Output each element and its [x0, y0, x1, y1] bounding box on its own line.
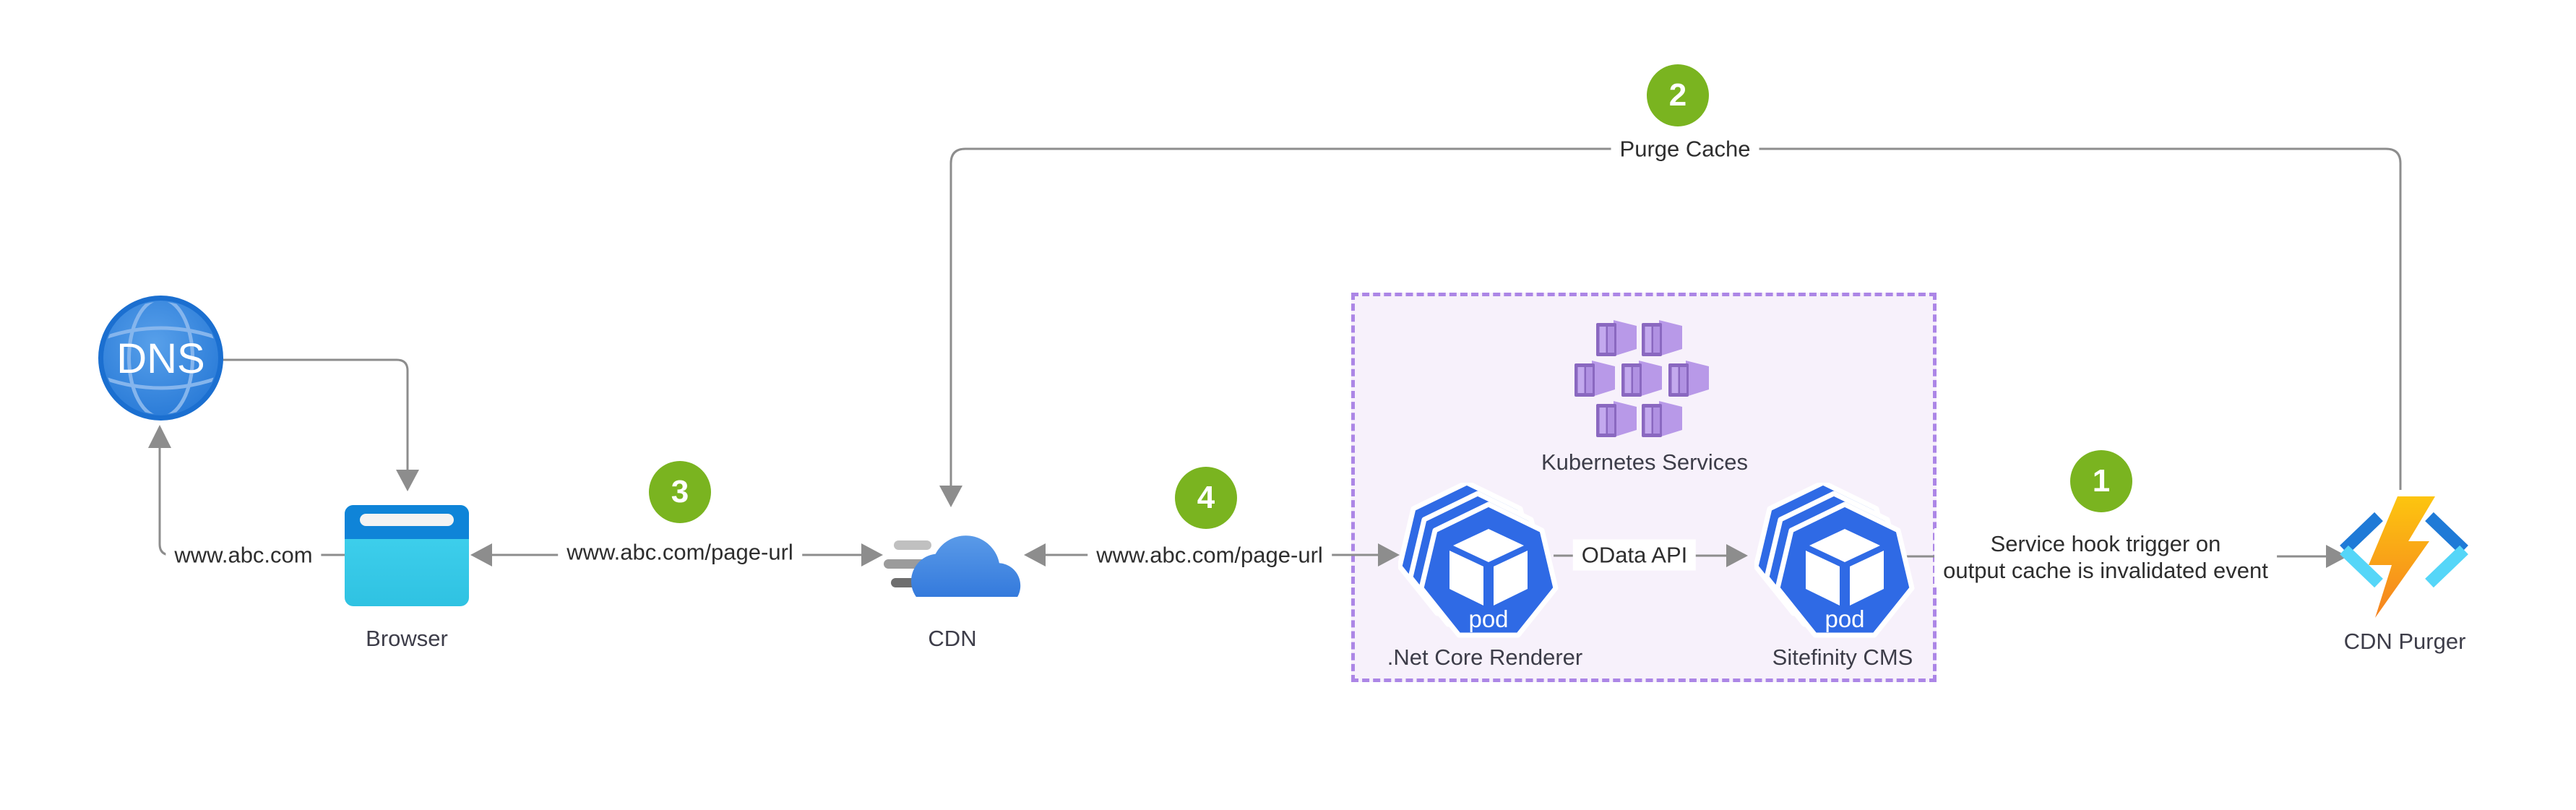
service-hook-line2: output cache is invalidated event [1943, 558, 2268, 583]
service-hook-line1: Service hook trigger on [1990, 531, 2221, 556]
browser-label: Browser [366, 626, 448, 651]
step-badge-2: 2 [1647, 64, 1709, 126]
arrowhead-up-dns [148, 425, 171, 448]
kubernetes-services-icon [1575, 320, 1709, 437]
kubernetes-services-label: Kubernetes Services [1541, 449, 1749, 475]
link-label-browser-cdn: www.abc.com/page-url [558, 536, 802, 568]
cdn-label: CDN [928, 626, 977, 651]
arrowhead-right-purger [2326, 545, 2348, 568]
link-label-odata-api: OData API [1572, 539, 1697, 571]
net-core-renderer-pod-icon: pod [1398, 483, 1559, 638]
right-bracket-lower [2425, 545, 2468, 588]
browser-icon [345, 505, 469, 606]
left-bracket-lower [2340, 545, 2383, 588]
renderer-pod-badge: pod [1468, 606, 1508, 632]
step-badge-1: 1 [2070, 450, 2132, 512]
right-bracket-upper [2425, 512, 2468, 555]
arrowhead-right-renderer [1378, 543, 1400, 566]
cdn-speedline-1 [894, 540, 931, 550]
cdn-purger-label: CDN Purger [2343, 629, 2466, 654]
lightning-bolt [2369, 496, 2435, 618]
link-label-service-hook: Service hook trigger on output cache is … [1934, 528, 2277, 586]
connector-dns-to-browser [221, 358, 409, 470]
dns-label: DNS [116, 335, 204, 382]
browser-address-bar [360, 514, 454, 526]
cms-pod-badge: pod [1825, 606, 1864, 632]
step-badge-4: 4 [1175, 467, 1237, 529]
arrowhead-left-browser [470, 543, 492, 566]
arrowhead-right-cms [1726, 544, 1748, 567]
link-label-dns-lookup: www.abc.com [165, 539, 322, 571]
net-core-renderer-label: .Net Core Renderer [1387, 645, 1583, 670]
arrowhead-down-browser [396, 470, 419, 491]
arrowhead-down-cdn-purge [939, 486, 962, 507]
dns-globe-icon: DNS [98, 296, 223, 421]
arrowhead-right-cdn [861, 543, 883, 566]
cdn-purger-bolt-icon [2340, 496, 2468, 618]
step-badge-3: 3 [649, 461, 711, 523]
cdn-cloud-icon [884, 535, 1021, 597]
link-label-purge-cache: Purge Cache [1611, 133, 1759, 165]
left-bracket-upper [2340, 512, 2383, 555]
sitefinity-cms-pod-icon: pod [1754, 483, 1915, 638]
link-label-cdn-renderer: www.abc.com/page-url [1087, 539, 1332, 571]
arrowhead-left-cdn [1024, 543, 1046, 566]
sitefinity-cms-label: Sitefinity CMS [1772, 645, 1913, 670]
